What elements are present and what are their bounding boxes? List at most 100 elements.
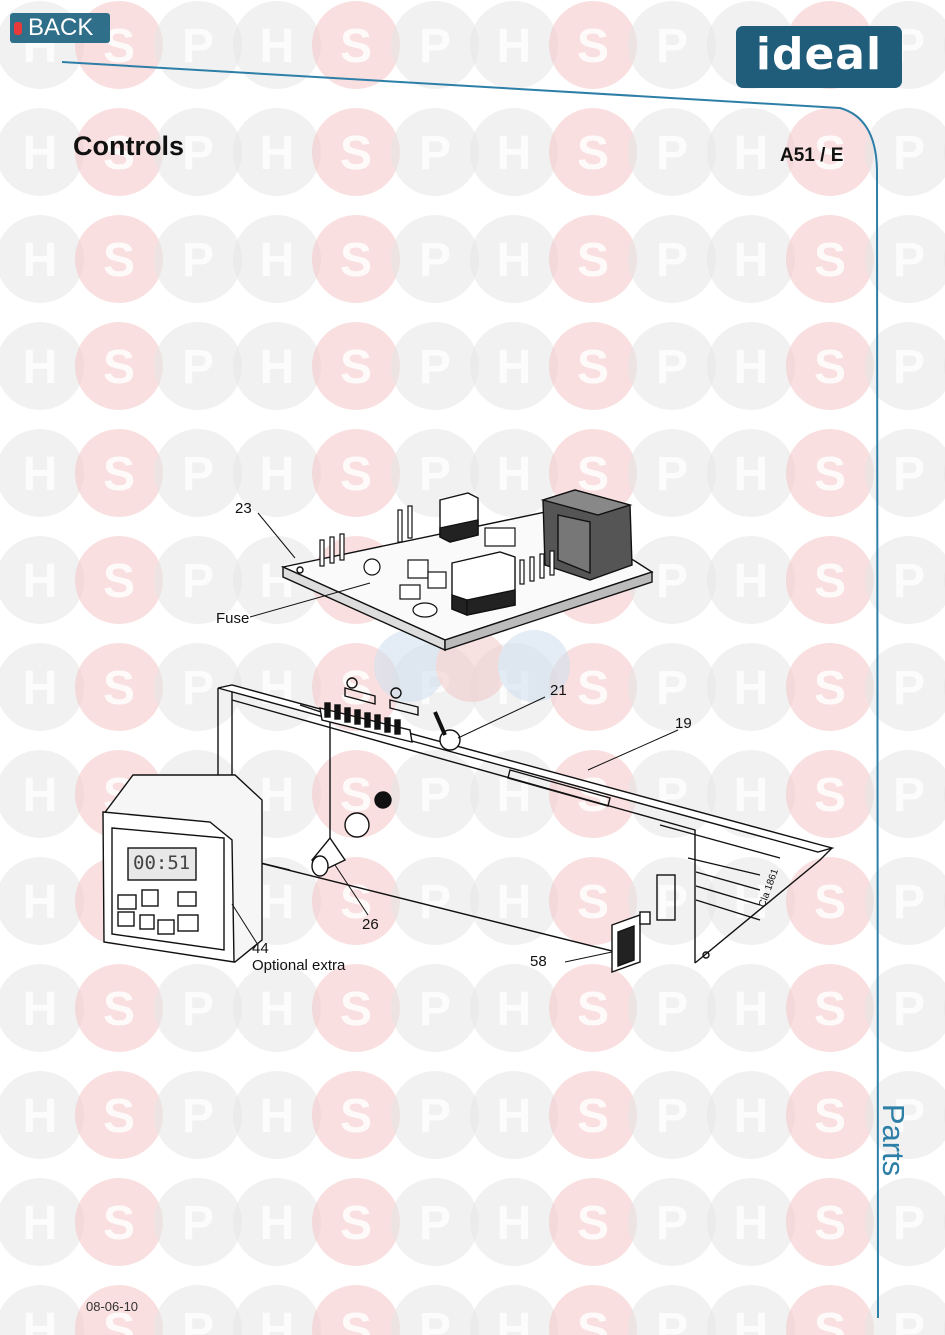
watermark-letter: S (340, 1304, 372, 1335)
watermark-circle (707, 429, 795, 517)
ideal-logo: ideal (736, 26, 902, 88)
watermark-circle (470, 1071, 558, 1159)
model-code: A51 / E (780, 145, 844, 166)
watermark-letter: P (656, 234, 688, 287)
watermark-circle (786, 643, 874, 731)
watermark-letter: P (182, 20, 214, 73)
watermark-circle (312, 1285, 400, 1335)
watermark-letter: P (419, 20, 451, 73)
watermark-circle (865, 536, 945, 624)
watermark-letter: S (577, 341, 609, 394)
watermark-letter: S (340, 341, 372, 394)
watermark-letter: P (893, 234, 925, 287)
watermark-circle (75, 1071, 163, 1159)
watermark-circle (75, 964, 163, 1052)
label-fuse: Fuse (216, 610, 250, 627)
watermark-letter: S (103, 1090, 135, 1143)
watermark-circle (312, 857, 400, 945)
back-button[interactable]: BACK (10, 13, 110, 43)
watermark-circle (628, 108, 716, 196)
watermark-circle (549, 964, 637, 1052)
watermark-circle (154, 108, 242, 196)
watermark-letter: S (340, 1090, 372, 1143)
watermark-circle (786, 536, 874, 624)
watermark-letter: S (577, 662, 609, 715)
watermark-circle (312, 108, 400, 196)
watermark-letter: H (734, 127, 769, 180)
watermark-circle (549, 1178, 637, 1266)
watermark-letter: S (577, 127, 609, 180)
watermark-letter: H (497, 234, 532, 287)
watermark-letter: H (497, 769, 532, 822)
watermark-letter: P (419, 341, 451, 394)
watermark-circle (154, 536, 242, 624)
watermark-circle (0, 108, 84, 196)
watermark-circle (707, 1071, 795, 1159)
watermark-circle (233, 1285, 321, 1335)
watermark-circle (75, 322, 163, 410)
watermark-letter: H (23, 983, 58, 1036)
watermark-circle (154, 322, 242, 410)
label-part-19: 19 (675, 715, 692, 732)
watermark-letter: S (814, 448, 846, 501)
watermark-letter: P (893, 876, 925, 929)
watermark-circle (154, 1, 242, 89)
watermark-circle (549, 215, 637, 303)
watermark-circle (75, 1178, 163, 1266)
watermark-letter: H (260, 20, 295, 73)
clock-display: 00:51 (133, 852, 191, 874)
watermark-circle (549, 322, 637, 410)
watermark-letter: S (103, 1197, 135, 1250)
watermark-circle (470, 1, 558, 89)
watermark-letter: P (419, 983, 451, 1036)
watermark-letter: P (182, 662, 214, 715)
watermark-letter: S (577, 20, 609, 73)
watermark-letter: S (103, 1304, 135, 1335)
section-tab: Parts (873, 1100, 913, 1190)
watermark-letter: P (182, 1090, 214, 1143)
watermark-letter: H (23, 555, 58, 608)
watermark-letter: P (656, 448, 688, 501)
watermark-circle (0, 643, 84, 731)
watermark-circle (549, 1071, 637, 1159)
watermark-letter: P (419, 1197, 451, 1250)
watermark-circle (628, 1, 716, 89)
watermark-circle (865, 750, 945, 838)
watermark-circle (233, 1071, 321, 1159)
chassis-bracket (217, 677, 835, 964)
watermark-letter: H (260, 1197, 295, 1250)
watermark-letter: H (23, 234, 58, 287)
watermark-circle (786, 857, 874, 945)
watermark-letter: H (734, 1090, 769, 1143)
watermark-circle (75, 643, 163, 731)
watermark-circle (312, 215, 400, 303)
watermark-circle (865, 964, 945, 1052)
watermark-circle (786, 1071, 874, 1159)
watermark-circle (233, 964, 321, 1052)
watermark-letter: H (497, 448, 532, 501)
watermark-circle (707, 964, 795, 1052)
label-part-23: 23 (235, 500, 252, 517)
watermark-circle (391, 857, 479, 945)
watermark-circle (154, 429, 242, 517)
watermark-letter: H (734, 341, 769, 394)
watermark-letter: H (497, 20, 532, 73)
watermark-letter: S (814, 1197, 846, 1250)
watermark-letter: P (656, 1304, 688, 1335)
watermark-letter: P (419, 234, 451, 287)
watermark-circle (0, 215, 84, 303)
watermark-letter: H (497, 1090, 532, 1143)
watermark-letter: P (893, 1090, 925, 1143)
watermark-circle (75, 1285, 163, 1335)
watermark-letter: S (577, 1304, 609, 1335)
watermark-letter: P (656, 127, 688, 180)
watermark-circle (391, 1, 479, 89)
watermark-circle (786, 1178, 874, 1266)
watermark-letter: H (734, 662, 769, 715)
watermark-letter: P (656, 1197, 688, 1250)
watermark-circle (470, 108, 558, 196)
watermark-circle (549, 750, 637, 838)
watermark-circle (628, 322, 716, 410)
watermark-letter: P (182, 1304, 214, 1335)
